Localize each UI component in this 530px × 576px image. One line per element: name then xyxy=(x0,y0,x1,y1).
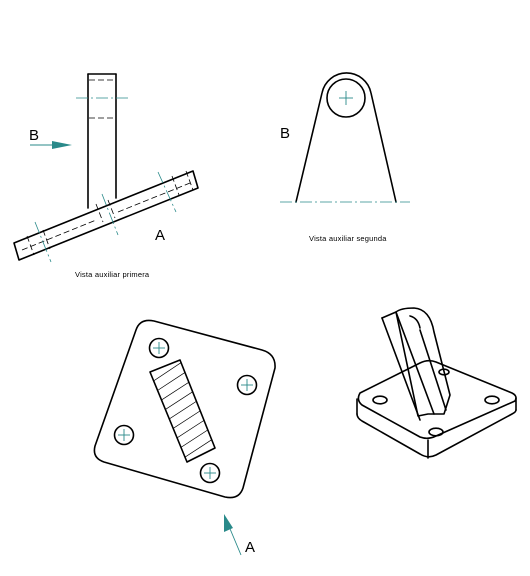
label-b-view1: B xyxy=(29,127,39,144)
auxiliary-view-second: B Vista auxiliar segunda xyxy=(280,72,410,243)
hole-bottom xyxy=(199,462,221,484)
lug-hole xyxy=(326,78,366,118)
view-arrow-a xyxy=(224,514,242,556)
hole-right xyxy=(236,374,258,396)
iso-lug-outline xyxy=(381,307,451,417)
isometric-view xyxy=(356,307,517,459)
caption-view2: Vista auxiliar segunda xyxy=(309,234,387,243)
iso-hole-front xyxy=(428,427,444,437)
base-plate-outline xyxy=(93,319,276,499)
plan-view: A xyxy=(93,319,276,556)
post xyxy=(76,73,130,209)
inclined-plate xyxy=(13,170,199,263)
auxiliary-view-first: B A Vista auxiliar primera xyxy=(13,73,199,279)
lug-outline xyxy=(295,72,397,203)
iso-hole-left xyxy=(372,395,388,405)
label-a-view1: A xyxy=(155,227,165,244)
iso-hole-right xyxy=(484,395,500,405)
iso-base-top xyxy=(357,359,517,440)
label-b-view2: B xyxy=(280,125,290,142)
view-arrow-b xyxy=(30,141,72,149)
hole-top xyxy=(148,337,170,359)
label-a-plan: A xyxy=(245,539,255,556)
caption-view1: Vista auxiliar primera xyxy=(75,270,150,279)
hole-left xyxy=(113,424,135,446)
